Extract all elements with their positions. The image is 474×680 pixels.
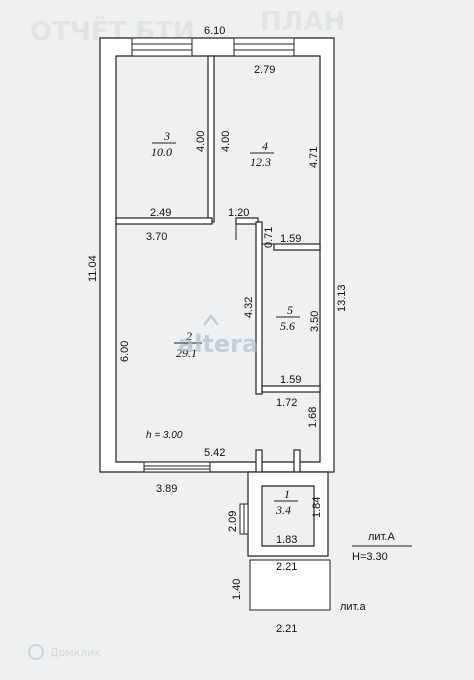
dim-389: 3.89 (156, 483, 177, 495)
room-3-area: 10.0 (151, 145, 172, 159)
porch-outline (249, 559, 331, 611)
dim-183: 1.83 (276, 534, 297, 546)
svg-text:ПЛАН: ПЛАН (260, 7, 345, 37)
room-1-number: 1 (284, 487, 290, 501)
dim-hall-inner: 4.32 (243, 297, 255, 318)
room-3-number: 3 (163, 129, 170, 143)
lit-a-upper-label: лит.А (368, 531, 395, 543)
dim-120: 1.20 (228, 207, 249, 219)
room-2-label: 2 29.1 (174, 329, 202, 360)
dim-168: 1.68 (307, 407, 319, 428)
watermark-brand: altera (178, 330, 258, 358)
dim-room4-top: 2.79 (254, 64, 275, 76)
dim-room5-height: 3.50 (309, 311, 321, 332)
vestibule-walls (239, 471, 329, 557)
dim-right-height: 13.13 (336, 284, 348, 312)
interior-walls (115, 55, 321, 475)
top-window-left (131, 37, 193, 57)
dim-room5-bottom: 1.59 (280, 374, 301, 386)
lit-a-lower-label: лит.а (340, 601, 366, 613)
dim-370: 3.70 (146, 231, 167, 243)
dim-room4-height-left: 4.00 (220, 131, 232, 152)
dim-room4-height-right: 4.71 (308, 147, 320, 168)
dim-249: 2.49 (150, 207, 171, 219)
dim-porch-bottom: 2.21 (276, 623, 297, 635)
dim-209: 2.09 (227, 511, 239, 532)
domclick-watermark: Домклик (28, 644, 101, 660)
room-2-area: 29.1 (176, 346, 197, 360)
dimension-labels: 6.10 2.79 4.00 4.00 4.71 2.49 1.20 3.70 … (87, 25, 348, 635)
room-1-area: 3.4 (275, 503, 291, 517)
dim-172: 1.72 (276, 397, 297, 409)
altera-watermark: altera (178, 313, 258, 358)
room-3-label: 3 10.0 (151, 129, 176, 159)
dim-184: 1.84 (311, 497, 323, 518)
dim-071: 0.71 (263, 227, 275, 248)
dim-room5-top: 1.59 (280, 233, 301, 245)
room-2-number: 2 (186, 329, 192, 343)
dim-room3-height: 4.00 (195, 131, 207, 152)
building-legend: лит.А Н=3.30 (352, 531, 412, 563)
bottom-window (143, 461, 211, 473)
dim-542: 5.42 (204, 447, 225, 459)
watermark-footer: Домклик (50, 646, 101, 659)
dim-porch-top: 2.21 (276, 561, 297, 573)
room-1-label: 1 3.4 (274, 487, 298, 517)
dim-140: 1.40 (231, 579, 243, 600)
room-4-number: 4 (262, 139, 268, 153)
room-5-number: 5 (287, 303, 293, 317)
room-5-area: 5.6 (280, 319, 295, 333)
dim-hall-height: 6.00 (119, 341, 131, 362)
top-window-right (233, 37, 295, 57)
room-4-label: 4 12.3 (250, 139, 274, 169)
room-4-area: 12.3 (250, 155, 271, 169)
dim-top-width: 6.10 (204, 25, 225, 37)
ceiling-height-note: h = 3.00 (146, 430, 183, 441)
room-5-label: 5 5.6 (276, 303, 300, 333)
door-marks (235, 222, 274, 245)
outer-walls (99, 37, 335, 473)
building-height-label: Н=3.30 (352, 551, 388, 563)
dim-total-height: 11.04 (87, 255, 99, 282)
